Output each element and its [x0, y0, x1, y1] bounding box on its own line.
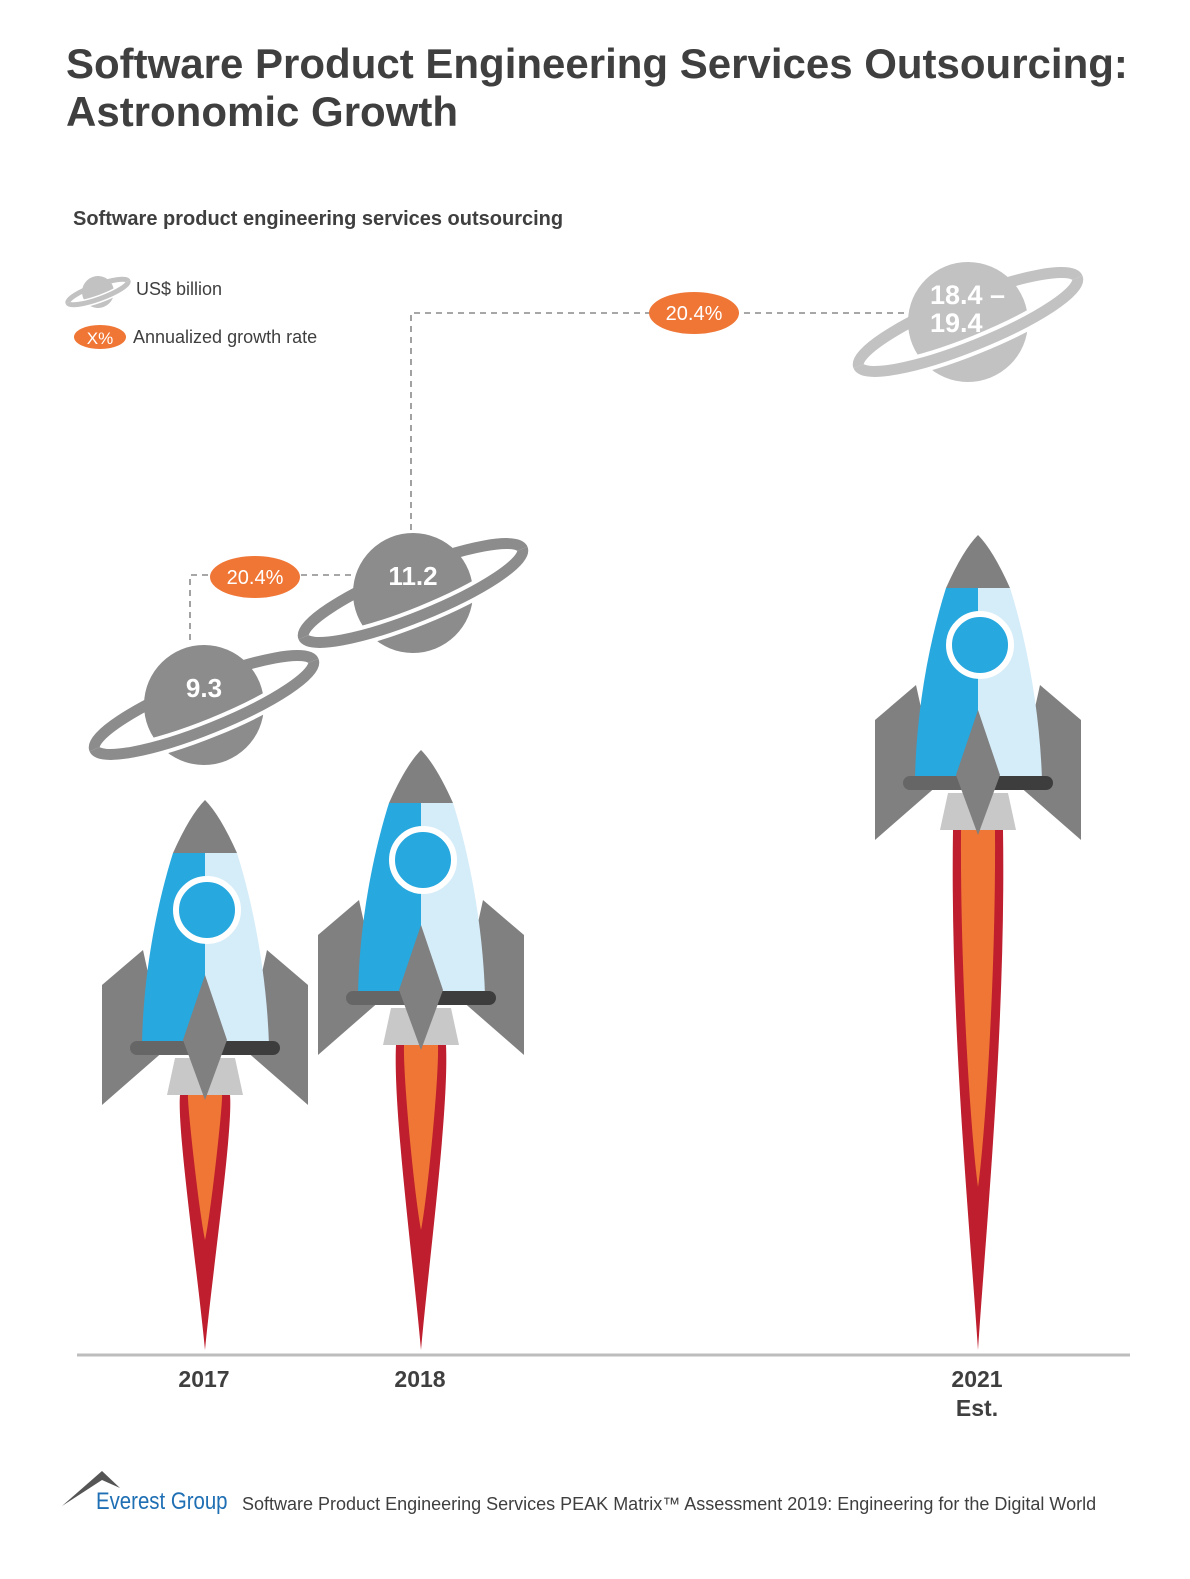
planet-value-label: 9.3	[186, 673, 222, 703]
growth-rate-pill	[210, 556, 300, 598]
rocket-nose	[173, 800, 237, 853]
planet-2021: 18.4 –19.4	[848, 262, 1088, 382]
rocket-center-fin	[956, 710, 1000, 835]
growth-rate-label: 20.4%	[666, 303, 723, 325]
year-sublabel: Est.	[956, 1395, 998, 1421]
legend-planet-icon	[63, 275, 133, 309]
rocket-window	[173, 876, 241, 944]
legend-pill-icon	[74, 325, 126, 349]
planet-value-label: 11.2	[388, 561, 437, 591]
year-label: 2017	[178, 1366, 229, 1392]
rocket-center-fin	[183, 975, 227, 1100]
rocket-flame-inner	[960, 830, 996, 1187]
brand-name: Everest Group	[96, 1488, 228, 1515]
rocket-nose	[946, 535, 1010, 588]
footer: Everest Group Software Product Engineeri…	[62, 1468, 1142, 1528]
legend: US$ billion X% Annualized growth rate	[63, 275, 317, 349]
growth-connector	[410, 312, 915, 530]
rocket-2021	[875, 535, 1081, 1350]
planet-value-label-2: 19.4	[930, 308, 983, 338]
planet-2018: 11.2	[293, 533, 533, 653]
growth-rate-pill	[649, 292, 739, 334]
everest-logo-icon	[62, 1471, 120, 1506]
rocket-window	[946, 611, 1014, 679]
chart-subtitle: Software product engineering services ou…	[73, 208, 564, 230]
legend-planet-label: US$ billion	[136, 279, 222, 299]
rocket-center-fin	[399, 925, 443, 1050]
rocket-2017	[102, 800, 308, 1350]
page-title: Software Product Engineering Services Ou…	[66, 40, 1128, 135]
rocket-2018	[318, 750, 524, 1350]
legend-pill-label: Annualized growth rate	[133, 327, 317, 347]
rocket-nose	[389, 750, 453, 803]
rocket-flame-inner	[403, 1045, 439, 1230]
growth-rate-label: 20.4%	[227, 567, 284, 589]
rocket-window	[389, 826, 457, 894]
rocket-flame-inner	[187, 1095, 223, 1240]
planet-2017: 9.3	[84, 645, 324, 765]
footer-source: Software Product Engineering Services PE…	[242, 1494, 1097, 1514]
legend-pill-text: X%	[87, 329, 113, 348]
year-label: 2018	[394, 1366, 445, 1392]
planet-value-label: 18.4 –	[930, 280, 1005, 310]
year-label: 2021	[951, 1366, 1002, 1392]
